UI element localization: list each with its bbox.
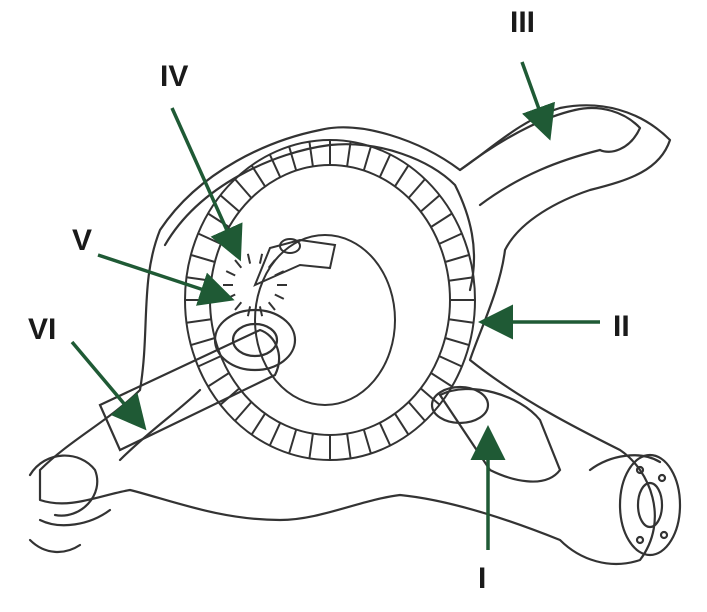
ring-gear-tooth <box>407 178 426 199</box>
arrow-iii <box>520 61 555 141</box>
ring-gear <box>184 139 476 461</box>
label-v: V <box>72 224 93 257</box>
ring-gear-tooth <box>288 429 298 454</box>
ring-gear-tooth <box>444 253 470 263</box>
pinion-tooth <box>234 301 243 311</box>
ring-gear-tooth <box>438 232 463 245</box>
label-iii: III <box>510 6 536 39</box>
pinion-shaft <box>98 308 562 483</box>
label-i: I <box>478 562 487 595</box>
ring-gear-tooth <box>186 318 212 324</box>
pinion-tooth <box>258 253 264 264</box>
ring-gear-tooth <box>288 146 298 171</box>
ring-gear-tooth <box>420 194 441 213</box>
pinion-tooth <box>234 259 243 269</box>
ring-gear-tooth <box>250 413 266 436</box>
carrier <box>253 234 396 406</box>
ring-gear-tooth <box>448 318 474 324</box>
pinion-tooth <box>274 293 285 300</box>
ring-gear-tooth <box>430 212 453 228</box>
pinion-tooth <box>267 301 276 311</box>
leader-arrows <box>70 61 600 550</box>
ring-gear-tooth <box>362 146 372 171</box>
arrow-iv <box>170 107 243 262</box>
ring-gear-tooth <box>378 154 392 178</box>
label-iv: IV <box>160 60 189 93</box>
pinion-tooth <box>225 270 236 277</box>
ring-gear-tooth <box>197 355 222 368</box>
ring-gear-tooth <box>308 433 314 459</box>
ring-gear-tooth <box>219 194 240 213</box>
ring-gear-tooth <box>394 413 410 436</box>
ring-gear-tooth <box>268 154 282 178</box>
ring-gear-tooth <box>186 276 212 282</box>
ring-gear-tooth <box>407 401 426 422</box>
ring-gear-tooth <box>394 164 410 187</box>
ring-gear-tooth <box>438 355 463 368</box>
pinion-tooth <box>246 253 252 264</box>
ring-gear-tooth <box>197 232 222 245</box>
arrow-vi <box>70 340 147 431</box>
ring-gear-tooth <box>190 337 216 347</box>
ring-gear-tooth <box>420 387 441 406</box>
ring-gear-tooth <box>346 141 352 167</box>
label-vi: VI <box>28 313 57 346</box>
ring-gear-tooth <box>444 337 470 347</box>
ring-gear-tooth <box>234 401 253 422</box>
ring-gear-tooth <box>268 422 282 446</box>
arrow-v <box>97 253 235 306</box>
ring-gear-tooth <box>190 253 216 263</box>
ring-gear-tooth <box>378 422 392 446</box>
ring-gear-tooth <box>430 372 453 388</box>
ring-gear-tooth <box>234 178 253 199</box>
ring-gear-tooth <box>207 372 230 388</box>
ring-gear-tooth <box>308 141 314 167</box>
label-ii: II <box>613 310 630 343</box>
housing <box>28 104 682 565</box>
ring-gear-tooth <box>346 433 352 459</box>
ring-gear-tooth <box>448 276 474 282</box>
ring-gear-tooth <box>250 164 266 187</box>
ring-gear-tooth <box>362 429 372 454</box>
